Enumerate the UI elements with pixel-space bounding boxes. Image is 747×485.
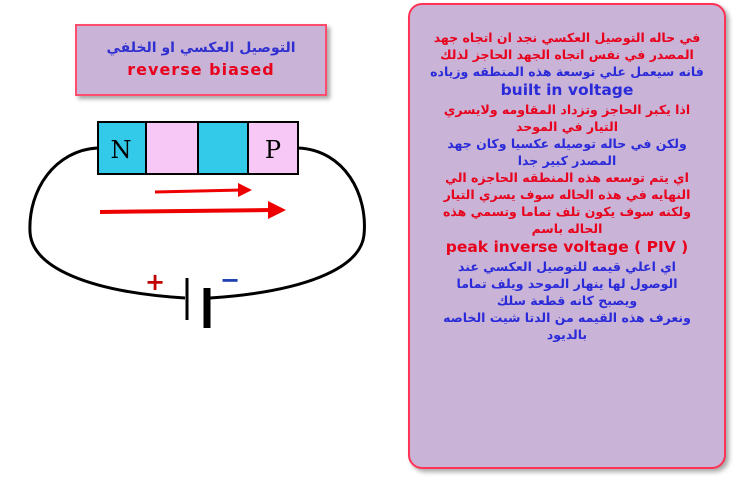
title-arabic: التوصيل العكسي او الخلفي <box>106 40 296 56</box>
explanation-line: اي اعلي قيمه للتوصيل العكسي عند <box>458 259 676 274</box>
explanation-line: ويصبح كانه قطعة سلك <box>496 293 638 308</box>
explanation-line: اذا يكبر الحاجز وتزداد المقاومه ولايسري <box>443 102 691 117</box>
explanation-line: built in voltage <box>500 81 634 99</box>
explanation-line: الوصول لها ينهار الموحد ويلف تماما <box>456 276 678 291</box>
long-arrow-shaft <box>99 208 273 214</box>
circuit-wire <box>28 146 186 300</box>
explanation-line: ولكن في حاله توصيله عكسيا وكان جهد <box>447 136 687 151</box>
explanation-line: ولكنه سوف يكون تلف تماما وتسمي هذه <box>442 204 691 219</box>
explanation-line: النهايه في هذه الحاله سوف يسري التيار <box>443 187 691 202</box>
p-label: P <box>265 136 281 164</box>
minus-sign: − <box>220 266 240 294</box>
short-arrow-shaft <box>154 188 243 194</box>
explanation-line: الحاله باسم <box>531 221 603 236</box>
explanation-line: peak inverse voltage ( PIV ) <box>445 238 689 256</box>
explanation-line: فانه سيعمل علي توسعة هذه المنطقه وزياده <box>430 64 704 79</box>
explanation-line: المصدر كبير جدا <box>517 153 617 168</box>
explanation-line: ونعرف هذه القيمه من الدتا شيت الخاصه <box>443 310 691 325</box>
plus-sign: + <box>145 268 165 296</box>
n-depletion-region <box>197 121 249 175</box>
p-region <box>247 121 299 175</box>
explanation-line: في حاله التوصيل العكسي نجد ان اتجاه جهد <box>433 30 701 45</box>
long-arrow-head <box>268 201 286 219</box>
explanation-line: اي يتم توسعه هذه المنطقه الحاجزه الي <box>445 170 689 185</box>
explanation-line: التيار في الموحد <box>515 119 619 134</box>
title-box: التوصيل العكسي او الخلفي reverse biased <box>75 24 327 96</box>
short-arrow-head <box>238 183 252 197</box>
circuit-wire-right <box>209 146 366 300</box>
title-english: reverse biased <box>127 60 275 79</box>
explanation-box: في حاله التوصيل العكسي نجد ان اتجاه جهد ا… <box>408 3 726 469</box>
n-region <box>97 121 147 175</box>
explanation-line: بالديود <box>546 327 588 342</box>
p-depletion-region <box>145 121 199 175</box>
n-label: N <box>111 136 132 164</box>
explanation-line: المصدر في نفس اتجاه الجهد الحاجز لذلك <box>440 47 694 62</box>
